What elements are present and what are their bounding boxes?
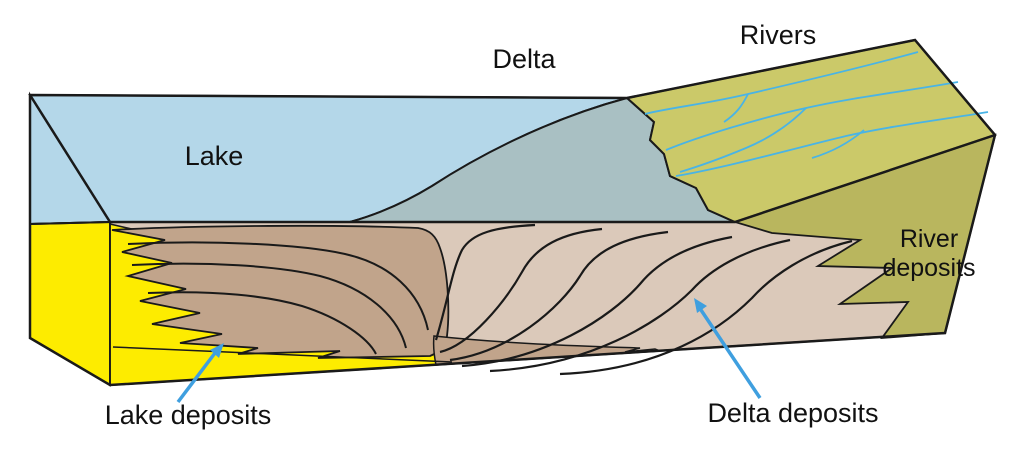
- block-outer-edge: [28, 38, 997, 387]
- delta-deposits-arrowhead: [694, 298, 707, 313]
- river-meander-line: [675, 111, 989, 177]
- left-face-waterline-edge: [29, 221, 111, 225]
- delta-bottomset-band: [432, 335, 661, 366]
- block-left-top-edge: [28, 94, 112, 223]
- lake-deposits-arrowhead: [210, 343, 224, 358]
- clinoform-line: [434, 223, 536, 341]
- clinoform-line: [449, 230, 669, 362]
- basal-deposit-line: [112, 346, 453, 363]
- rivers-label: Rivers: [740, 20, 817, 50]
- delta-deposits-arrow: [697, 306, 762, 399]
- clinoform-line: [131, 262, 407, 349]
- lake-deposits-label: Lake deposits: [105, 400, 272, 430]
- lake-label: Lake: [185, 141, 244, 171]
- clinoform-line: [439, 227, 603, 354]
- river-meander-line: [723, 93, 749, 123]
- clinoform-line: [127, 241, 429, 331]
- clinoform-line: [461, 235, 733, 368]
- clinoform-line: [147, 291, 377, 355]
- river-deposits-label-line2: deposits: [882, 254, 975, 282]
- river-deposits-label-line1: River: [900, 225, 958, 253]
- delta-label: Delta: [492, 44, 556, 74]
- clinoform-line: [489, 238, 791, 373]
- clinoform-line: [559, 239, 853, 376]
- river-meander-line: [644, 51, 919, 115]
- block-front-top-edge: [110, 133, 996, 224]
- delta-deposits-label: Delta deposits: [707, 398, 878, 428]
- lake-deposits-arrow: [176, 351, 217, 404]
- river-meander-line: [679, 107, 807, 173]
- river-meander-line: [811, 129, 865, 159]
